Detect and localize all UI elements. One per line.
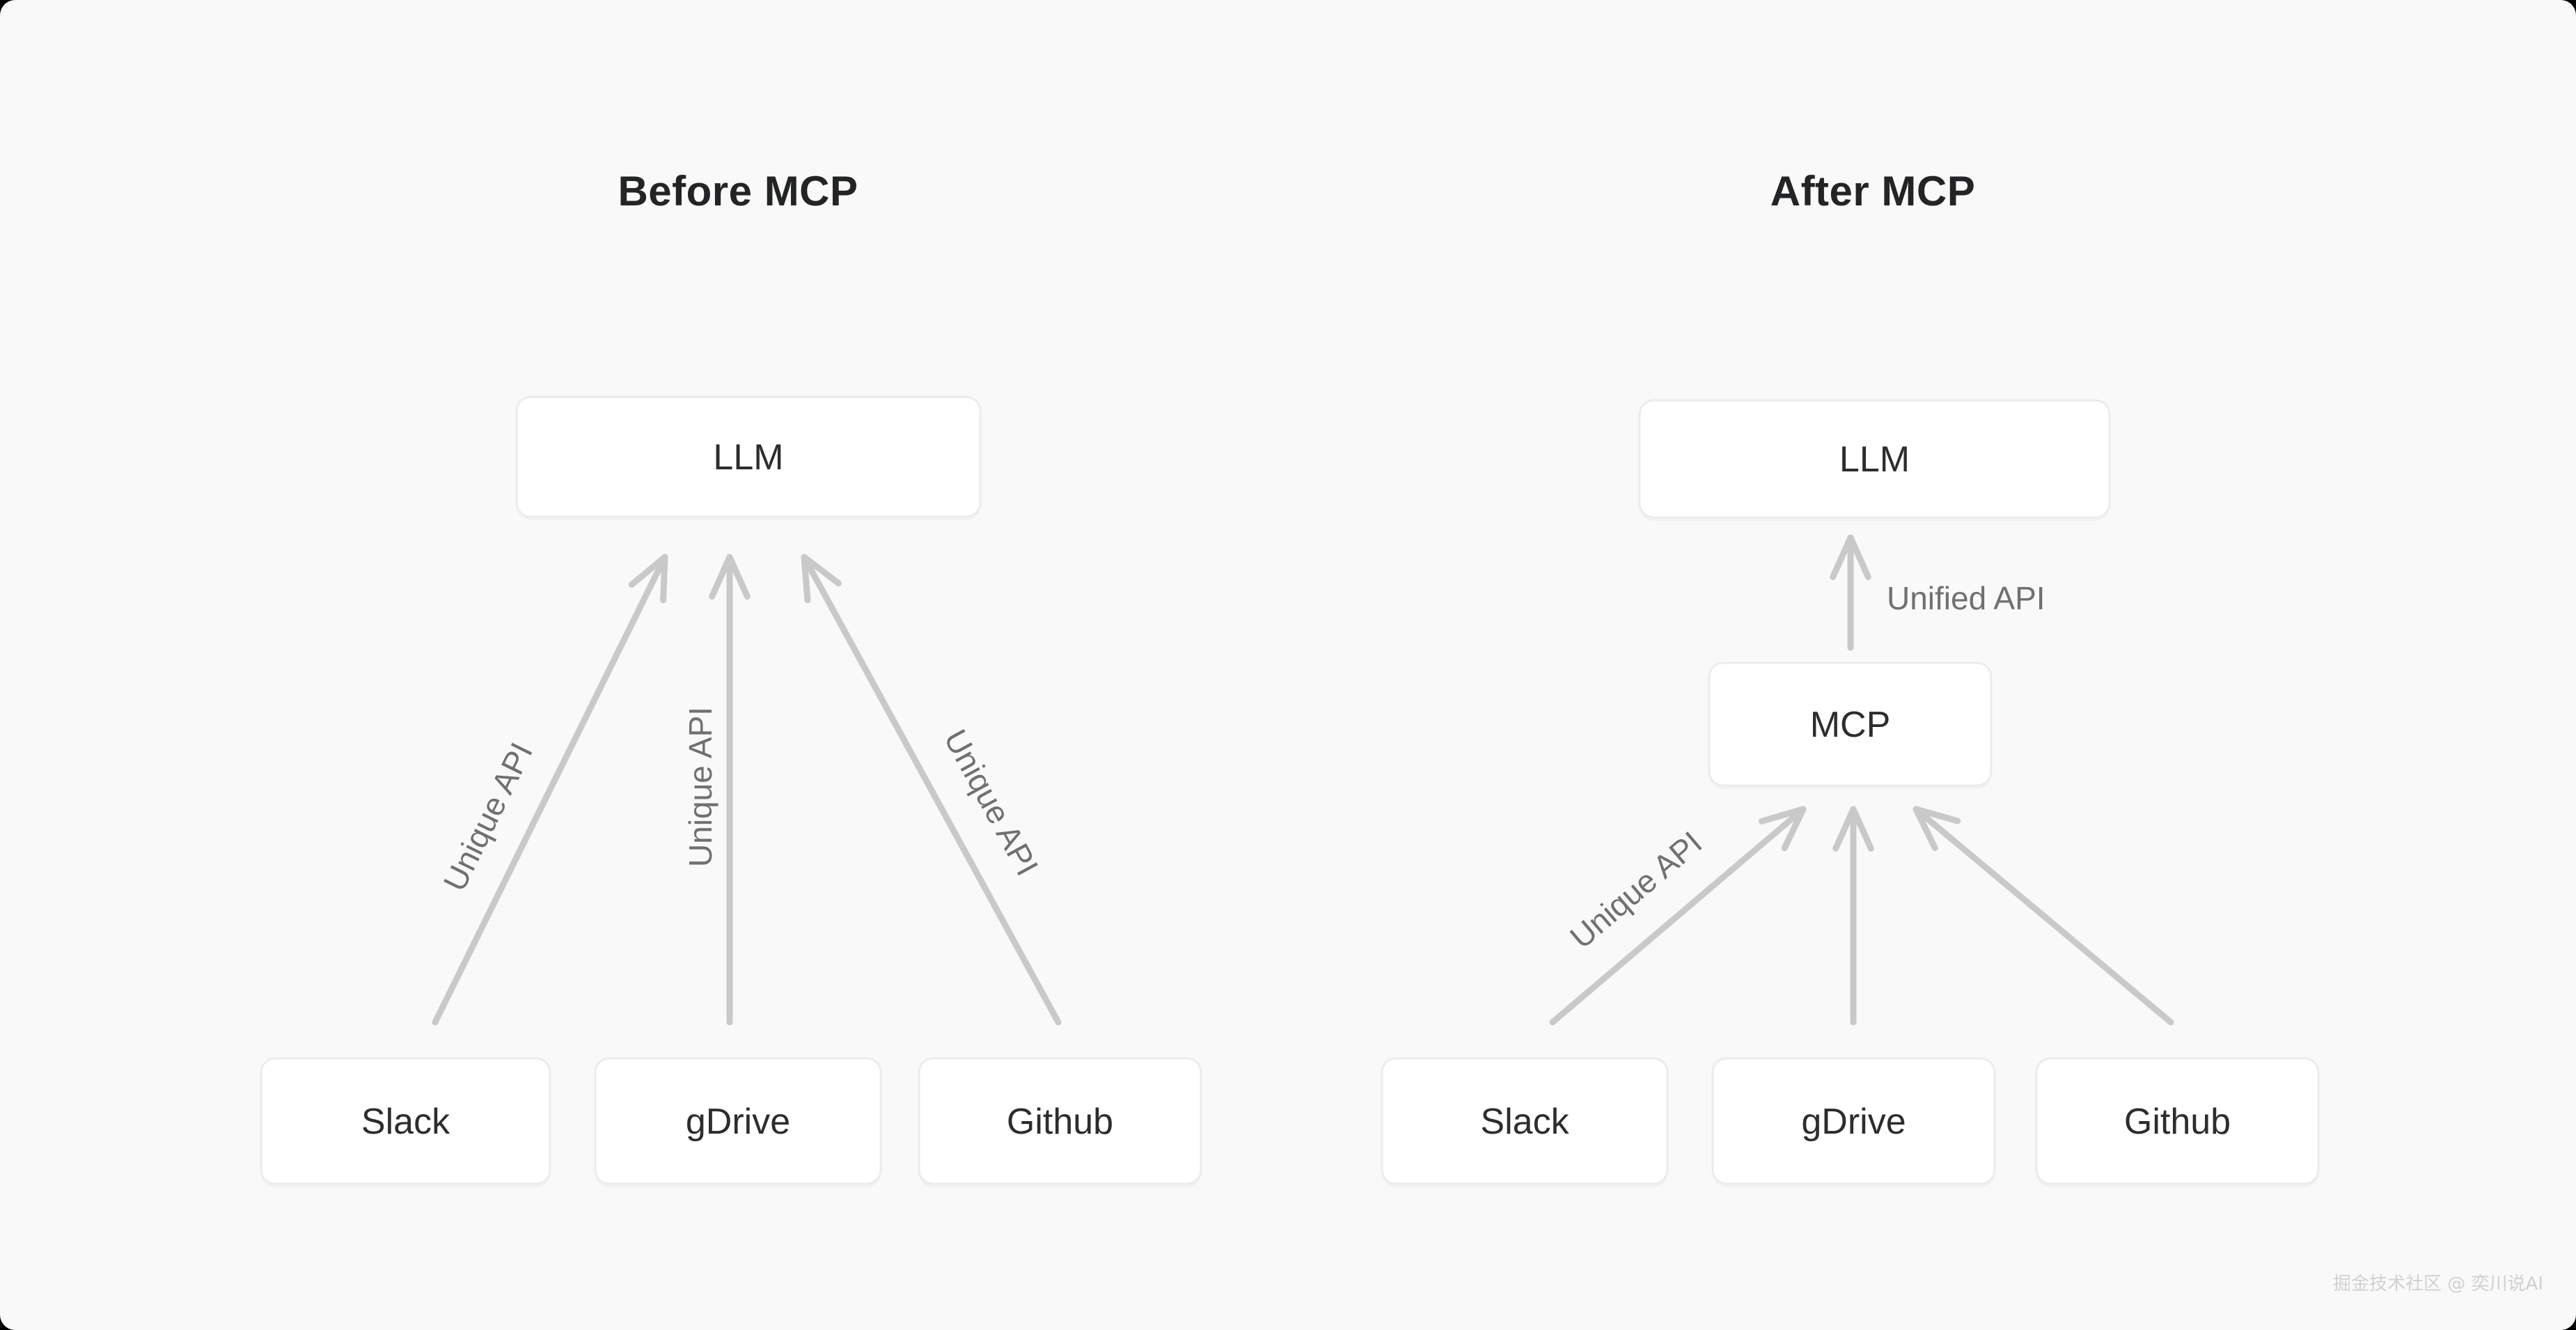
- node-label-mcp-right: MCP: [1810, 705, 1891, 745]
- node-slack-right[interactable]: Slack: [1381, 1057, 1669, 1187]
- arrowhead-icon-github-to-mcp-right: [1913, 806, 1961, 852]
- arrowhead-icon-gdrive-to-mcp-right: [1832, 806, 1874, 852]
- edge-label-mcp-to-llm-right: Unified API: [1887, 580, 2045, 616]
- node-box-slack-right[interactable]: [1381, 1057, 1669, 1185]
- node-box-github-right[interactable]: [2035, 1057, 2320, 1185]
- panel-after: After MCP LLM MCP Slack gDrive Github: [1381, 168, 2320, 1187]
- node-box-mcp-right[interactable]: [1708, 662, 1993, 787]
- node-llm-right[interactable]: LLM: [1638, 399, 2111, 521]
- node-box-llm-left[interactable]: [515, 396, 982, 518]
- node-label-github-right: Github: [2124, 1102, 2231, 1142]
- node-github-right[interactable]: Github: [2035, 1057, 2320, 1187]
- edge-line-github-to-mcp-right: [1913, 806, 2174, 1026]
- panel-before: Before MCP LLM Slack gDrive Github: [260, 168, 1202, 1187]
- node-box-github-left[interactable]: [918, 1057, 1202, 1185]
- panel-title-after: After MCP: [1770, 168, 1976, 214]
- node-label-llm-left: LLM: [713, 437, 783, 478]
- node-gdrive-right[interactable]: gDrive: [1711, 1057, 1996, 1187]
- edge-label-slack-to-mcp-right: Unique API: [1563, 824, 1709, 956]
- node-github-left[interactable]: Github: [918, 1057, 1202, 1187]
- node-llm-left[interactable]: LLM: [515, 396, 982, 520]
- arrowhead-icon-mcp-to-llm-right: [1830, 534, 1871, 581]
- edge-gdrive-to-llm-left: Unique API: [682, 554, 751, 1026]
- node-label-llm-right: LLM: [1839, 439, 1910, 480]
- edge-label-github-to-llm-left: Unique API: [937, 723, 1046, 882]
- arrowhead-icon-slack-to-mcp-right: [1759, 806, 1807, 852]
- node-label-slack-left: Slack: [361, 1102, 450, 1142]
- node-label-gdrive-right: gDrive: [1801, 1102, 1906, 1142]
- node-label-github-left: Github: [1007, 1102, 1113, 1142]
- edges-before: Unique API Unique API Unique API: [432, 554, 1062, 1026]
- arrowhead-icon-gdrive-to-llm-left: [709, 554, 751, 600]
- edge-slack-to-mcp-right: Unique API: [1549, 806, 1807, 1026]
- node-box-gdrive-left[interactable]: [594, 1057, 882, 1185]
- edge-line-slack-to-llm-left: [432, 554, 668, 1026]
- arrowhead-icon-github-to-llm-left: [801, 554, 842, 604]
- edge-gdrive-to-mcp-right: [1832, 806, 1874, 1026]
- node-box-gdrive-right[interactable]: [1711, 1057, 1996, 1185]
- panel-title-before: Before MCP: [618, 168, 858, 214]
- arrowhead-icon-slack-to-llm-left: [628, 554, 668, 604]
- node-box-llm-right[interactable]: [1638, 399, 2111, 519]
- edge-slack-to-llm-left: Unique API: [432, 554, 668, 1026]
- edge-line-slack-to-mcp-right: [1549, 806, 1807, 1026]
- node-slack-left[interactable]: Slack: [260, 1057, 551, 1187]
- edge-github-to-llm-left: Unique API: [801, 554, 1062, 1026]
- edge-line-github-to-llm-left: [801, 554, 1062, 1026]
- node-gdrive-left[interactable]: gDrive: [594, 1057, 882, 1187]
- edge-label-slack-to-llm-left: Unique API: [436, 737, 540, 896]
- edge-mcp-to-llm-right: Unified API: [1830, 534, 2045, 651]
- node-label-slack-right: Slack: [1480, 1102, 1569, 1142]
- edge-github-to-mcp-right: [1913, 806, 2174, 1026]
- node-box-slack-left[interactable]: [260, 1057, 551, 1185]
- node-mcp-right[interactable]: MCP: [1708, 662, 1993, 789]
- edge-label-gdrive-to-llm-left: Unique API: [682, 707, 718, 867]
- node-label-gdrive-left: gDrive: [686, 1102, 790, 1142]
